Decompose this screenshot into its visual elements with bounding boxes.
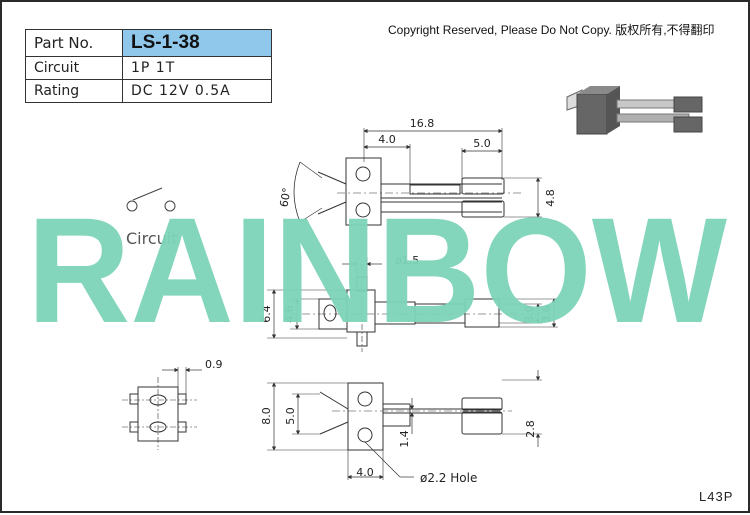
copyright-notice: Copyright Reserved, Please Do Not Copy. … xyxy=(388,23,715,37)
dim-tab-offset: 4.0 xyxy=(378,133,396,146)
dim-tip-height: 4.8 xyxy=(544,189,557,207)
dim-contact-height: 3.0 xyxy=(523,305,536,323)
dim-tip-width: 5.0 xyxy=(473,137,491,150)
side-view-drawing xyxy=(267,257,558,352)
dim-frame-inner: 5.0 xyxy=(284,407,297,425)
circuit-symbol-label: Circuit xyxy=(126,229,178,248)
dim-hole: ø2.2 Hole xyxy=(420,471,477,485)
dim-body-height-inner: 4.6 xyxy=(283,305,296,323)
rating-value: DC 12V 0.5A xyxy=(122,79,272,103)
dim-frame-height: 8.0 xyxy=(260,407,273,425)
front-view-drawing xyxy=(267,370,542,480)
part-no-label: Part No. xyxy=(25,29,123,57)
rating-label: Rating xyxy=(25,79,123,103)
dim-angle: 60° xyxy=(277,187,293,208)
circuit-symbol xyxy=(126,187,176,212)
dim-body-height-outer: 6.4 xyxy=(260,305,273,323)
spec-table: Part No. LS-1-38 Circuit 1P 1T Rating DC… xyxy=(25,29,272,103)
dimension-labels: 16.8 4.0 5.0 4.8 60° ø1.5 6.4 4.6 3.0 3.… xyxy=(205,117,557,485)
dim-gap: 1.4 xyxy=(398,430,411,448)
product-render-image xyxy=(566,86,703,135)
drawing-code: L43P xyxy=(699,489,734,504)
top-view-drawing xyxy=(293,128,542,226)
part-no-value: LS-1-38 xyxy=(122,29,272,57)
dim-pin-diameter: ø1.5 xyxy=(395,254,419,267)
dim-overall-length: 16.8 xyxy=(410,117,435,130)
brand-watermark: RAINBOW xyxy=(27,186,727,354)
dim-tip-offset: 2.8 xyxy=(524,420,537,438)
dim-side-thickness: 0.9 xyxy=(205,358,223,371)
dim-bottom-width: 4.0 xyxy=(356,466,374,479)
circuit-label: Circuit xyxy=(25,56,123,80)
spec-row-rating: Rating DC 12V 0.5A xyxy=(25,79,272,103)
end-view-drawing xyxy=(122,367,202,450)
spec-row-part-no: Part No. LS-1-38 xyxy=(25,29,272,57)
dim-contact-height-outer: 3.6 xyxy=(540,305,553,323)
